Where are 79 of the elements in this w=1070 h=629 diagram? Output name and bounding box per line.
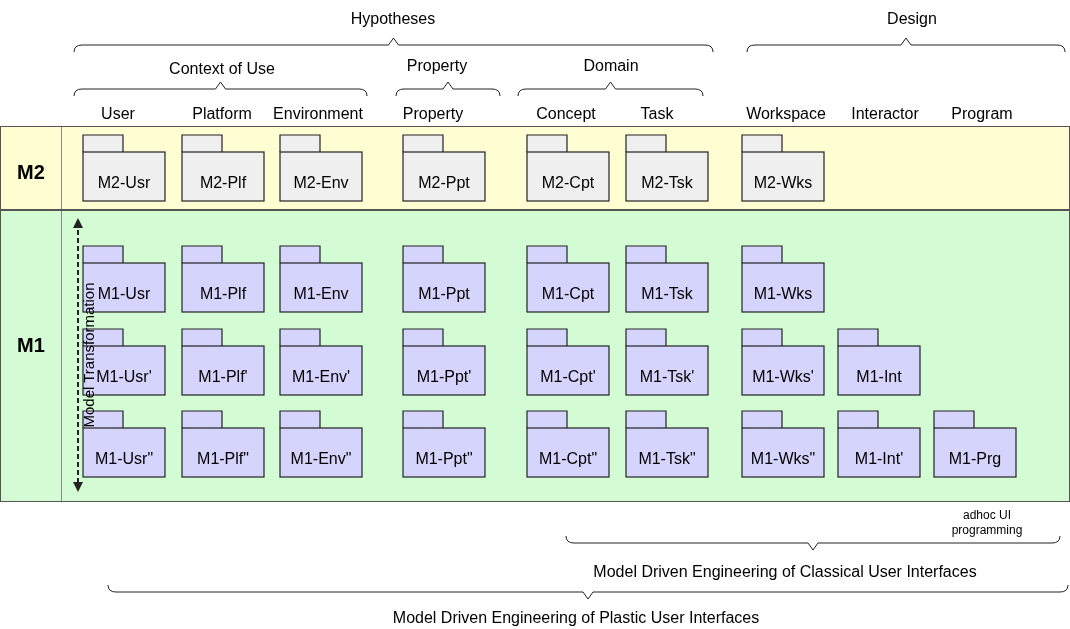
package-name: M1-Prg [947, 450, 1003, 468]
column-heading: Property [402, 105, 464, 123]
package-folder [526, 134, 610, 202]
column-heading: User [101, 105, 135, 123]
package-folder [181, 134, 265, 202]
group-heading: Hypotheses [350, 10, 436, 28]
package-name: M2-Tsk [640, 174, 694, 192]
span-label: Model Driven Engineering of Classical User Interfaces [593, 563, 977, 581]
package-name: M1-Tsk [640, 285, 694, 303]
package-folder [402, 134, 486, 202]
column-heading: Concept [536, 105, 596, 123]
package-name: M1-Env" [289, 450, 353, 468]
package-name: M1-Usr" [93, 450, 155, 468]
package-name: M1-Wks" [749, 450, 817, 468]
package-name: M1-Ppt [417, 285, 471, 303]
package-folder [526, 245, 610, 313]
package-name: M2-Plf [198, 174, 248, 192]
package-folder [837, 410, 921, 478]
package-folder [279, 245, 363, 313]
group-heading: Context of Use [169, 60, 275, 78]
package-name: M1-Env [292, 285, 350, 303]
note: adhoc UI programming [950, 508, 1024, 538]
package-name: M2-Env [292, 174, 350, 192]
layer-band [0, 210, 1070, 502]
package-folder [625, 328, 709, 396]
group-heading: Design [887, 10, 937, 28]
column-heading: Interactor [851, 105, 919, 123]
package-name: M2-Cpt [540, 174, 596, 192]
package-name: M1-Wks [752, 285, 814, 303]
package-name: M1-Cpt" [537, 450, 599, 468]
package-name: M1-Ppt" [414, 450, 474, 468]
axis-label: Model Transformation [79, 282, 97, 428]
package-folder [402, 328, 486, 396]
column-heading: Program [951, 105, 1013, 123]
span-label: Model Driven Engineering of Plastic User Interfaces [392, 609, 760, 627]
package-folder [181, 328, 265, 396]
layer-band [0, 126, 1070, 210]
layer-label: M2 [16, 161, 46, 184]
group-heading: Property [406, 57, 468, 75]
package-name: M1-Tsk' [638, 368, 696, 386]
package-name: M1-Plf' [197, 368, 249, 386]
package-name: M1-Ppt' [415, 368, 473, 386]
package-name: M2-Wks [752, 174, 814, 192]
package-name: M1-Wks' [751, 368, 815, 386]
layer-label: M1 [16, 334, 46, 357]
package-name: M1-Plf" [196, 450, 250, 468]
package-name: M1-Int' [853, 450, 905, 468]
package-folder [625, 134, 709, 202]
column-heading: Task [640, 105, 674, 123]
package-folder [526, 410, 610, 478]
package-folder [526, 328, 610, 396]
package-folder [625, 245, 709, 313]
package-folder [741, 328, 825, 396]
package-folder [933, 410, 1017, 478]
package-folder [741, 134, 825, 202]
package-name: M1-Cpt' [539, 368, 597, 386]
package-folder [279, 134, 363, 202]
package-folder [402, 410, 486, 478]
package-folder [279, 410, 363, 478]
package-folder [82, 134, 166, 202]
package-name: M2-Usr [96, 174, 152, 192]
package-folder [741, 410, 825, 478]
column-heading: Platform [192, 105, 252, 123]
package-folder [625, 410, 709, 478]
package-name: M2-Ppt [417, 174, 471, 192]
group-heading: Domain [583, 57, 639, 75]
package-name: M1-Env' [290, 368, 352, 386]
package-folder [181, 410, 265, 478]
package-folder [837, 328, 921, 396]
package-folder [741, 245, 825, 313]
package-name: M1-Cpt [540, 285, 596, 303]
package-folder [181, 245, 265, 313]
package-folder [402, 245, 486, 313]
package-name: M1-Plf [198, 285, 248, 303]
package-name: M1-Int [855, 368, 903, 386]
package-name: M1-Tsk" [637, 450, 697, 468]
package-folder [279, 328, 363, 396]
column-heading: Workspace [746, 105, 826, 123]
column-heading: Environment [273, 105, 363, 123]
